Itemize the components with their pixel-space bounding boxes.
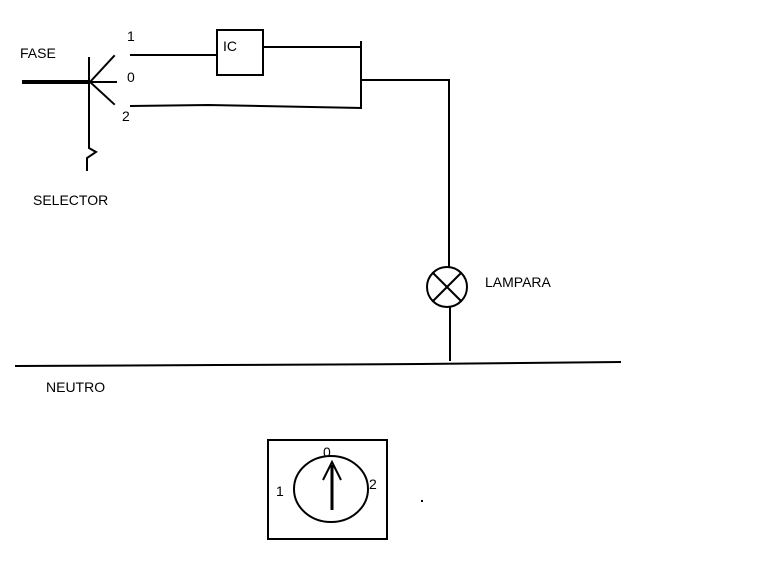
knob-arrow-head <box>322 459 342 481</box>
face-pos-0: 0 <box>323 444 331 460</box>
face-pos-1: 1 <box>276 483 284 499</box>
neutro-label: NEUTRO <box>46 379 105 395</box>
lamp-feed-wire <box>360 79 450 269</box>
face-pos-2: 2 <box>369 476 377 492</box>
selector-pos-2: 2 <box>122 108 130 124</box>
pos2-wire <box>129 103 363 110</box>
selector-blade-1 <box>88 54 116 84</box>
ic-label: IC <box>223 38 237 54</box>
selector-switch <box>86 54 117 171</box>
selector-shaft <box>86 57 98 171</box>
fase-label: FASE <box>20 45 56 61</box>
selector-label: SELECTOR <box>33 192 108 208</box>
lamp-symbol <box>426 266 468 308</box>
ic-box <box>216 29 264 76</box>
selector-blade-2 <box>88 80 116 106</box>
neutro-line <box>14 360 622 368</box>
lampara-label: LAMPARA <box>485 274 552 290</box>
stray-dot <box>421 500 423 502</box>
selector-pos-0: 0 <box>127 69 135 85</box>
selector-face-plate <box>267 439 388 540</box>
selector-pos-1: 1 <box>127 28 135 44</box>
